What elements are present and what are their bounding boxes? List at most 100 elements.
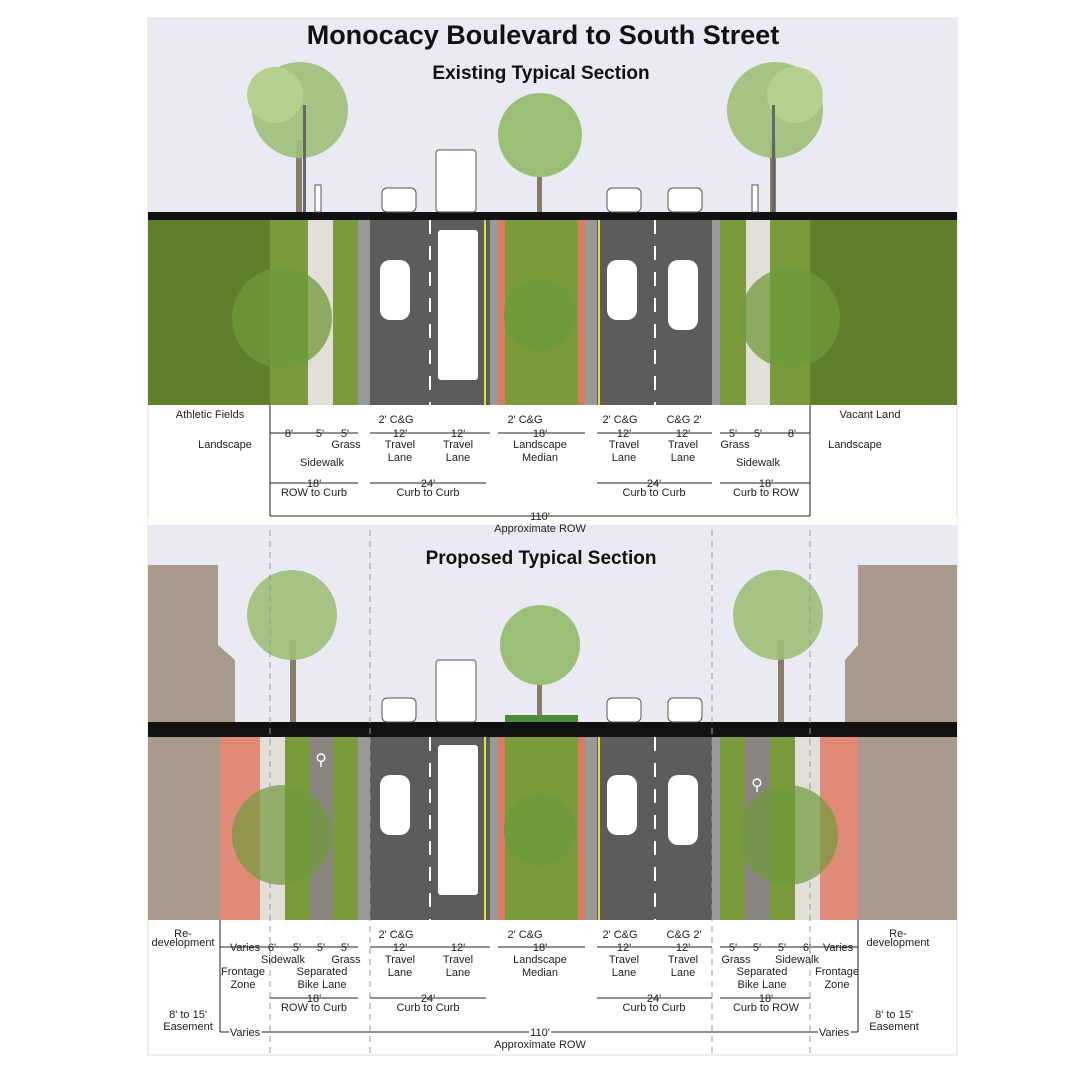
existing-elevation — [148, 62, 957, 220]
car-icon — [607, 260, 637, 320]
dim-6: 6' — [268, 942, 276, 954]
easement-label: Easement — [869, 1021, 919, 1033]
dim-5: 5' — [778, 942, 786, 954]
diagram-shape — [333, 737, 358, 920]
diagram-shape — [598, 220, 600, 405]
dim-110: 110' — [530, 1027, 550, 1039]
dim-110: 110' — [530, 511, 550, 523]
curb-to-row-label: Curb to ROW — [733, 487, 800, 499]
curb-to-curb-label: Curb to Curb — [397, 1002, 460, 1014]
sidewalk-label: Sidewalk — [261, 954, 306, 966]
diagram-shape — [490, 737, 498, 920]
tree-canopy-icon — [232, 268, 332, 368]
frontage-label: Frontage — [815, 966, 859, 978]
grass-label: Grass — [331, 439, 361, 451]
car-icon — [380, 260, 410, 320]
car-icon — [606, 187, 642, 213]
diagram-shape — [712, 737, 720, 920]
dim-6: 6' — [803, 942, 811, 954]
dim-18: 18' — [759, 993, 773, 1005]
separator — [148, 515, 957, 525]
proposed-elevation — [148, 565, 957, 737]
dim-18: 18' — [533, 942, 547, 954]
median-planting — [505, 715, 578, 722]
lane-label: Lane — [671, 452, 695, 464]
pedestrian-icon — [751, 184, 759, 213]
diagram-shape — [490, 220, 498, 405]
diagram-shape — [296, 140, 302, 212]
dim-18: 18' — [307, 993, 321, 1005]
tree-canopy-icon — [504, 279, 576, 351]
cg-label: 2' C&G — [602, 929, 637, 941]
travel-label: Travel — [609, 439, 639, 451]
car-icon — [606, 697, 642, 723]
cg-label: 2' C&G — [378, 929, 413, 941]
diagram-shape — [598, 737, 600, 920]
zone-label: Zone — [824, 979, 849, 991]
redevelopment-label: development — [867, 937, 930, 949]
landscape-label: Landscape — [828, 439, 882, 451]
dim-5: 5' — [753, 942, 761, 954]
diagram-shape — [290, 640, 296, 722]
diagram-shape — [498, 737, 505, 920]
car-icon — [380, 775, 410, 835]
streetlight-icon — [303, 105, 306, 212]
easement-label: Easement — [163, 1021, 213, 1033]
bike-lane-label: Bike Lane — [738, 979, 787, 991]
landscape-label: Landscape — [198, 439, 252, 451]
diagram-shape — [247, 570, 337, 660]
car-icon — [607, 775, 637, 835]
dim-12: 12' — [676, 942, 690, 954]
car-icon — [668, 260, 698, 330]
redevelopment-label: Re- — [174, 928, 192, 940]
redevelopment-label: Re- — [889, 928, 907, 940]
landscape-median-label: Landscape — [513, 954, 567, 966]
dim-8: 8' — [788, 428, 796, 440]
easement-range-label: 8' to 15' — [169, 1009, 207, 1021]
separated-label: Separated — [297, 966, 348, 978]
existing-dimensions — [269, 405, 811, 517]
proposed-dimensions — [219, 920, 859, 1033]
diagram-shape — [498, 220, 505, 405]
diagram-shape — [484, 737, 486, 920]
diagram-shape — [585, 737, 597, 920]
truck-icon — [438, 745, 478, 895]
lane-label: Lane — [446, 967, 470, 979]
page-title: Monocacy Boulevard to South Street — [307, 20, 780, 50]
tree-canopy-icon — [504, 794, 576, 866]
dim-5: 5' — [341, 428, 349, 440]
dim-5: 5' — [729, 428, 737, 440]
diagram-shape — [537, 150, 542, 212]
travel-label: Travel — [668, 954, 698, 966]
dim-24: 24' — [647, 993, 661, 1005]
tree-icon — [247, 570, 337, 722]
median-label: Median — [522, 452, 558, 464]
lane-label: Lane — [388, 967, 412, 979]
curb-to-curb-label: Curb to Curb — [623, 487, 686, 499]
zone-label: Zone — [230, 979, 255, 991]
diagram-shape — [333, 220, 358, 405]
landscape-median-label: Landscape — [513, 439, 567, 451]
sidewalk-label: Sidewalk — [736, 457, 781, 469]
dim-12: 12' — [451, 428, 465, 440]
dim-5: 5' — [341, 942, 349, 954]
bike-symbol-icon: ⚲ — [315, 752, 327, 769]
proposed-heading: Proposed Typical Section — [426, 548, 657, 569]
redevelopment-label: development — [152, 937, 215, 949]
approx-row-label: Approximate ROW — [494, 523, 586, 535]
lane-label: Lane — [671, 967, 695, 979]
travel-label: Travel — [443, 954, 473, 966]
car-icon — [667, 187, 703, 213]
car-icon — [668, 775, 698, 845]
diagram-shape — [358, 737, 370, 920]
dim-8: 8' — [285, 428, 293, 440]
proposed-plan: ⚲ ⚲ — [148, 737, 957, 920]
dim-18: 18' — [759, 478, 773, 490]
left-land-label: Athletic Fields — [176, 409, 245, 421]
cg-label: 2' C&G — [507, 414, 542, 426]
sidewalk-label: Sidewalk — [775, 954, 820, 966]
curb-to-curb-label: Curb to Curb — [623, 1002, 686, 1014]
sidewalk-label: Sidewalk — [300, 457, 345, 469]
diagram-shape — [578, 220, 585, 405]
